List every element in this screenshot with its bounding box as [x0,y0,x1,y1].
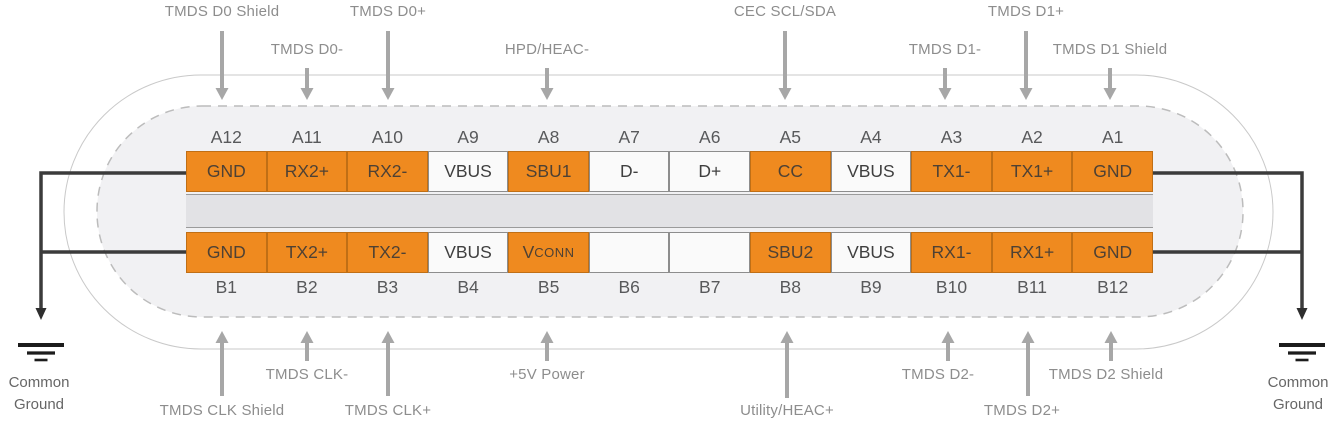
pin-cell-A5: CC [750,151,831,192]
pin-number-A3: A3 [940,127,963,147]
pin-number-A11: A11 [291,127,322,147]
pin-number-B1: B1 [215,277,237,297]
pin-cell-B8: SBU2 [750,232,831,273]
signal-label-tmds-d1-shield: TMDS D1 Shield [1052,41,1168,58]
arrow-to-B10-icon [941,331,955,361]
pin-cell-A2: TX1+ [991,151,1073,192]
arrow-to-A11-icon [300,68,314,100]
signal-label-tmds-d2-minus: TMDS D2- [901,366,975,383]
arrow-to-A5-icon [778,31,792,100]
signal-label-tmds-d1-minus: TMDS D1- [908,41,982,58]
pin-number-B3: B3 [376,277,399,297]
signal-label-tmds-d0-plus: TMDS D0+ [349,3,427,20]
pin-cell-B6 [588,232,670,273]
pin-number-A5: A5 [779,127,802,147]
pin-cell-B10: RX1- [911,232,992,273]
pin-number-A4: A4 [860,127,882,147]
pin-cell-A12: GND [186,151,267,192]
pin-label-smallcaps: CONN [534,245,575,260]
ground-wire-left-arrowhead-icon [35,308,47,320]
pin-number-A2: A2 [1021,127,1043,147]
pin-number-B2: B2 [296,277,318,297]
common-ground-label-left: Common Ground [8,374,70,413]
pin-number-B8: B8 [779,277,802,297]
signal-label-5v-power: +5V Power [509,366,585,383]
pin-cell-A11: RX2+ [266,151,348,192]
pin-number-A10: A10 [371,127,404,147]
signal-label-tmds-clk-plus: TMDS CLK+ [344,402,432,419]
arrow-to-B1-icon [215,331,229,396]
arrow-to-B2-icon [300,331,314,361]
pin-number-B10: B10 [935,277,968,297]
pin-cell-A9: VBUS [427,151,509,192]
signal-label-tmds-d2-shield: TMDS D2 Shield [1048,366,1164,383]
pin-number-B4: B4 [457,277,479,297]
pin-number-B7: B7 [699,277,721,297]
arrow-to-B12-icon [1104,331,1118,361]
ground-symbol-left-icon [18,343,64,362]
pin-cell-B3: TX2- [347,232,428,273]
pin-number-A1: A1 [1101,127,1124,147]
arrow-to-B5-icon [540,331,554,361]
common-ground-label-right: Common Ground [1267,374,1329,413]
pin-cell-A3: TX1- [911,151,992,192]
arrow-to-A3-icon [938,68,952,100]
pin-cell-A7: D- [588,151,670,192]
arrow-to-B8-icon [780,331,794,398]
pin-cell-A1: GND [1072,151,1153,192]
pin-number-row-b: B1 B2 B3 B4 B5 B6 B7 B8 B9 B10 B11 B12 [186,277,1153,299]
arrow-to-A10-icon [381,31,395,100]
connector-mid-band [186,194,1153,228]
pin-cell-B4: VBUS [427,232,509,273]
ground-wire-left [39,171,187,310]
pin-cell-B2: TX2+ [266,232,348,273]
arrow-to-B11-icon [1021,331,1035,396]
signal-label-tmds-d0-minus: TMDS D0- [270,41,344,58]
signal-label-tmds-d2-plus: TMDS D2+ [983,402,1061,419]
arrow-to-A1-icon [1103,68,1117,100]
pin-number-A6: A6 [699,127,721,147]
ground-wire-right [1152,171,1304,310]
pin-cell-A10: RX2- [347,151,428,192]
pin-cell-B1: GND [186,232,267,273]
pin-cell-B7 [669,232,751,273]
signal-label-tmds-clk-minus: TMDS CLK- [265,366,349,383]
signal-label-tmds-clk-shield: TMDS CLK Shield [159,402,285,419]
ground-symbol-right-icon [1279,343,1325,362]
arrow-to-A8-icon [540,68,554,100]
pin-number-A8: A8 [537,127,560,147]
pin-cell-B9: VBUS [830,232,912,273]
pin-number-B12: B12 [1097,277,1129,297]
pin-number-B6: B6 [618,277,640,297]
pin-number-B11: B11 [1017,277,1047,297]
pin-cell-A4: VBUS [830,151,912,192]
signal-label-hpd-heac-minus: HPD/HEAC- [504,41,590,58]
bottom-signal-arrows [215,331,1118,398]
arrow-to-A12-icon [215,31,229,100]
top-signal-arrows [215,31,1117,100]
pin-cell-B12: GND [1072,232,1153,273]
pin-cell-A8: SBU1 [508,151,589,192]
signal-label-cec-scl-sda: CEC SCL/SDA [733,3,837,20]
pin-number-B5: B5 [537,277,560,297]
pin-number-row-a: A12 A11 A10 A9 A8 A7 A6 A5 A4 A3 A2 A1 [186,127,1153,149]
pin-number-A9: A9 [457,127,479,147]
arrow-to-B3-icon [381,331,395,396]
pin-cell-A6: D+ [669,151,751,192]
ground-wire-right-arrowhead-icon [1296,308,1308,320]
pin-cell-B11: RX1+ [991,232,1073,273]
signal-label-utility-heac-plus: Utility/HEAC+ [740,402,834,419]
pin-number-B9: B9 [860,277,882,297]
arrow-to-A2-icon [1019,31,1033,100]
signal-label-tmds-d1-plus: TMDS D1+ [987,3,1065,20]
pin-number-A7: A7 [618,127,640,147]
signal-label-tmds-d0-shield: TMDS D0 Shield [164,3,280,20]
pin-number-A12: A12 [210,127,242,147]
